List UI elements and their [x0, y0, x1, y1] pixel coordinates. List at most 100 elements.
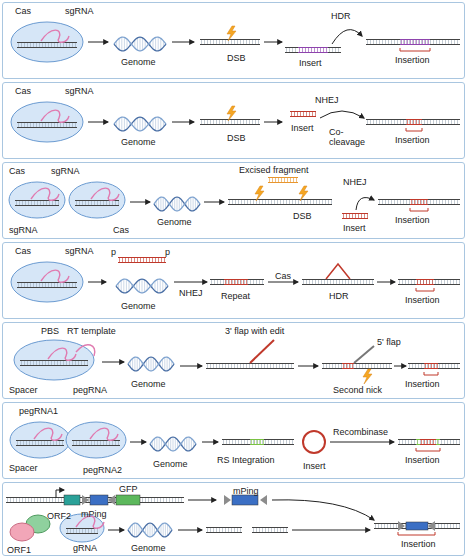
base-pair [238, 280, 239, 285]
base-pair [94, 441, 95, 446]
base-pair [210, 528, 211, 533]
base-pair [307, 200, 308, 205]
base-pair [367, 40, 368, 45]
step-arrow [102, 362, 124, 363]
base-pair [219, 364, 220, 369]
base-pair [289, 200, 290, 205]
terminal-repeat [82, 495, 89, 505]
base-pair [82, 529, 83, 534]
panel-label: Insert [299, 58, 322, 68]
base-pair [277, 440, 278, 445]
base-pair [40, 201, 41, 206]
base-pair [399, 440, 400, 445]
base-pair [256, 280, 257, 285]
panel-label: Insertion [405, 455, 440, 465]
base-pair [445, 200, 446, 205]
base-pair [175, 438, 176, 450]
base-pair [459, 280, 460, 285]
dna-strand [66, 529, 98, 534]
base-pair [309, 280, 310, 285]
backbone [252, 532, 288, 533]
base-pair [272, 178, 273, 183]
backbone [75, 205, 119, 206]
base-pair [457, 200, 458, 205]
base-pair [193, 197, 194, 211]
base-pair [415, 364, 416, 369]
base-pair [36, 43, 37, 48]
base-pair [329, 48, 330, 53]
base-pair [379, 120, 380, 125]
base-pair [423, 440, 424, 445]
step-arrow [130, 202, 150, 203]
base-pair [177, 197, 178, 211]
base-pair [131, 258, 132, 263]
step-arrow [292, 530, 370, 531]
cas-complex [11, 102, 83, 142]
base-pair [301, 200, 302, 205]
base-pair [84, 361, 85, 366]
base-pair [447, 440, 448, 445]
panel-label: PBS [41, 326, 59, 336]
promoter [56, 490, 64, 498]
helix-strand [116, 279, 168, 293]
base-pair [27, 123, 28, 128]
dna-strand [17, 43, 77, 48]
terminal-repeat [260, 495, 267, 505]
base-pair [78, 361, 79, 366]
base-pair [36, 123, 37, 128]
base-pair [433, 440, 434, 445]
base-pair [70, 529, 71, 534]
base-pair [37, 498, 38, 503]
base-pair [262, 528, 263, 533]
base-pair [129, 281, 130, 291]
guide-rna [34, 428, 62, 440]
dna-strand [408, 364, 460, 369]
backbone [378, 204, 460, 205]
base-pair [368, 364, 369, 369]
base-pair [254, 440, 255, 445]
panel-label: Genome [131, 543, 166, 553]
backbone [210, 279, 264, 280]
base-pair [252, 40, 253, 45]
base-pair [63, 361, 64, 366]
base-pair [97, 201, 98, 206]
base-pair [296, 178, 297, 183]
panel-label: Spacer [9, 385, 38, 395]
base-pair [232, 200, 233, 205]
base-pair [312, 280, 313, 285]
base-pair [207, 40, 208, 45]
panel-label: ORF1 [7, 545, 31, 555]
base-pair [27, 43, 28, 48]
base-pair [51, 123, 52, 128]
base-pair [142, 38, 143, 50]
base-pair [293, 178, 294, 183]
base-pair [376, 120, 377, 125]
panel-label: Cas [15, 86, 31, 96]
base-pair [21, 43, 22, 48]
base-pair [37, 201, 38, 206]
panel-label: Cas [9, 166, 25, 176]
dsb-bolt [255, 186, 264, 201]
base-pair [137, 118, 138, 130]
base-pair [173, 437, 174, 451]
base-pair [286, 200, 287, 205]
base-pair [315, 112, 316, 117]
base-pair [360, 280, 361, 285]
panel-label: Genome [131, 379, 166, 389]
base-pair [158, 258, 159, 263]
backbone [224, 284, 248, 285]
base-pair [388, 40, 389, 45]
backbone [224, 279, 248, 280]
helix-strand [154, 197, 200, 211]
base-pair [284, 178, 285, 183]
base-pair [419, 40, 420, 45]
panel-label: Insertion [395, 135, 430, 145]
base-pair [268, 440, 269, 445]
base-pair [53, 441, 54, 446]
base-pair [409, 120, 410, 125]
base-pair [48, 43, 49, 48]
base-pair [247, 440, 248, 445]
base-pair [262, 280, 263, 285]
panel-label: HDR [331, 11, 351, 21]
step-arrow [330, 442, 394, 443]
